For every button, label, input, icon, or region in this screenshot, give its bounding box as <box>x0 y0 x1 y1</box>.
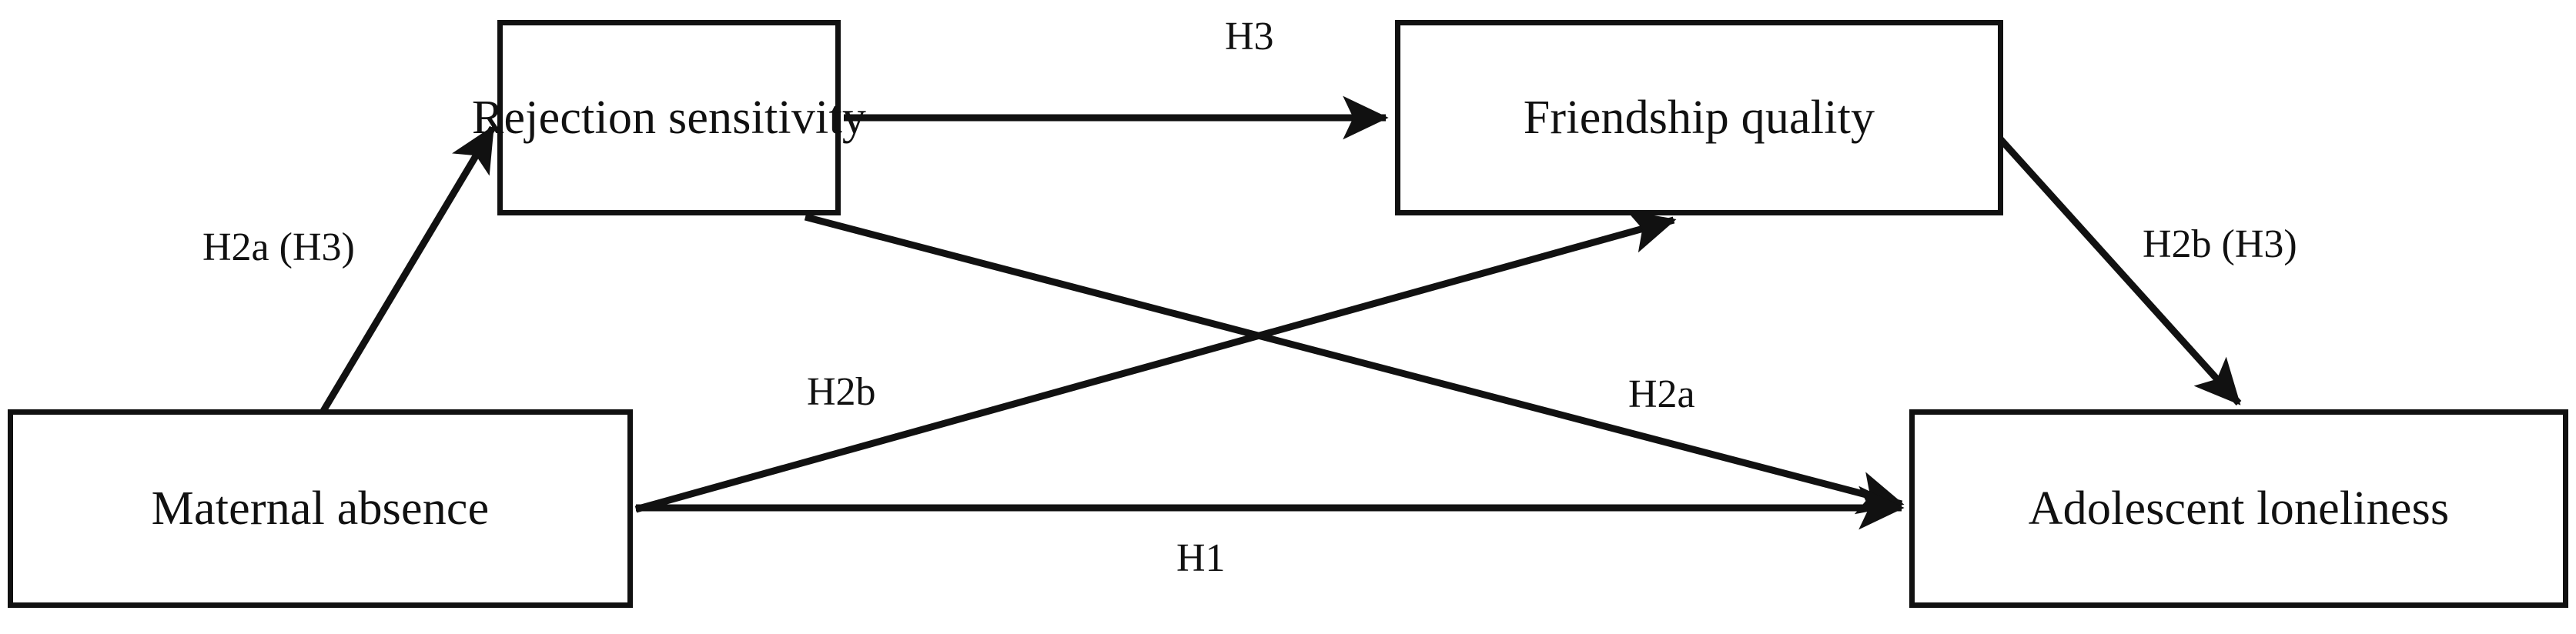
edge-label-h2a: H2a <box>1628 372 1695 416</box>
node-label-friendship-quality: Friendship quality <box>1523 92 1875 144</box>
edge-label-h2b: H2b <box>807 370 876 414</box>
edge-line-h2b <box>634 210 1677 513</box>
edge-maternal-to-rejection <box>320 125 496 413</box>
edge-label-h1: H1 <box>1176 536 1226 580</box>
node-label-maternal-absence: Maternal absence <box>151 482 490 535</box>
edge-label-h3: H3 <box>1225 15 1274 58</box>
node-maternal-absence[interactable]: Maternal absence <box>8 409 633 608</box>
edge-friendship-to-loneliness <box>1980 117 2242 406</box>
edge-maternal-to-friendship <box>634 210 1677 513</box>
node-rejection-sensitivity[interactable]: Rejection sensitivity <box>472 20 866 215</box>
node-label-adolescent-loneliness: Adolescent loneliness <box>2028 482 2450 535</box>
edge-rejection-to-loneliness <box>804 213 1905 515</box>
edge-label-h2b-h3: H2b (H3) <box>2143 222 2297 266</box>
node-friendship-quality[interactable]: Friendship quality <box>1395 20 2003 215</box>
edge-label-h2a-h3: H2a (H3) <box>202 225 355 269</box>
edge-line-h2b-h3 <box>1980 117 2242 406</box>
edge-line-h2a <box>804 213 1905 515</box>
edge-line-h2a-h3 <box>320 125 496 413</box>
node-label-rejection-sensitivity: Rejection sensitivity <box>471 92 867 144</box>
node-adolescent-loneliness[interactable]: Adolescent loneliness <box>1909 409 2568 608</box>
